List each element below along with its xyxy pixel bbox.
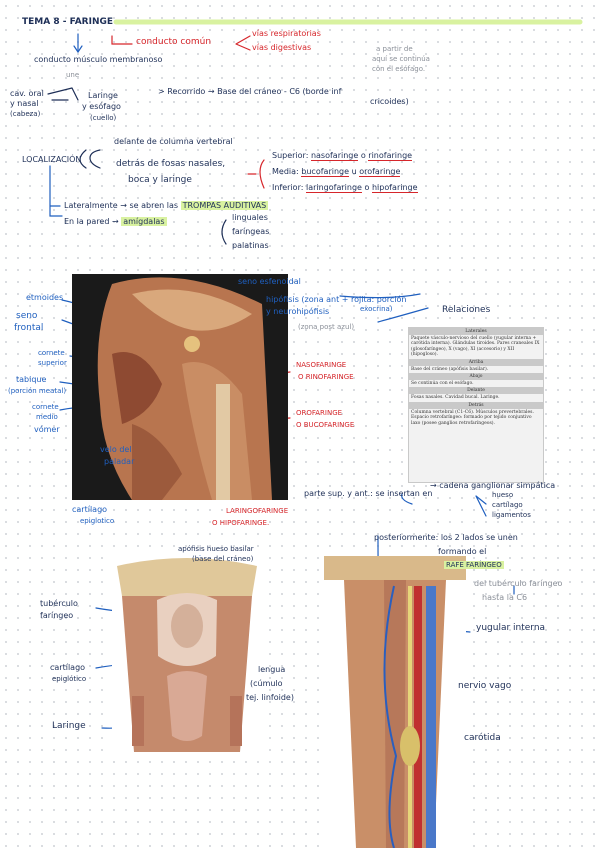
lateral-row: Lateralmente → se abren las TROMPAS AUDI… bbox=[64, 201, 269, 210]
cadena-ganglionar-text: → cadena ganglionar simpática bbox=[430, 481, 556, 490]
rafe-text: RAFE FARÍNGEO bbox=[444, 561, 504, 569]
inferior-row: Inferior: laringofaringe o hipofaringe bbox=[272, 183, 418, 193]
carotida-label: carótida bbox=[464, 733, 501, 743]
vomer-label: vómer bbox=[34, 425, 60, 434]
conducto-musculo-text: conducto músculo membranoso bbox=[34, 55, 163, 64]
superior-row: Superior: nasofaringe o rinofaringe bbox=[272, 151, 413, 161]
vias-digestivas-text: vías digestivas bbox=[252, 43, 312, 52]
faringeas-text: faríngeas bbox=[232, 227, 270, 236]
posterior-pharynx-image bbox=[112, 556, 262, 752]
delante-cell: Fosas nasales. Cavidad bucal. Laringe. bbox=[411, 395, 500, 401]
neurohipofisis-label: y neurohipófisis bbox=[266, 307, 330, 316]
detras-cell: Columna vertebral (C1-C6). Músculos prev… bbox=[411, 409, 534, 426]
orofaringe-label: OROFARINGE bbox=[296, 409, 343, 417]
cartilago-epiglotico-label-2: epiglotico bbox=[80, 517, 115, 525]
vago-label: nervio vago bbox=[458, 681, 512, 691]
localizacion-label: LOCALIZACIÓN bbox=[22, 155, 82, 164]
tabique-label: tabique bbox=[16, 375, 47, 384]
laringofaringe-label: LARINGOFARINGE bbox=[226, 507, 289, 515]
posterior-neck-image bbox=[324, 556, 466, 848]
note-line-2: aquí se continúa bbox=[372, 55, 430, 63]
pared-row: En la pared → amígdalas bbox=[64, 217, 167, 226]
hipofaringe-label: O HIPOFARINGE. bbox=[212, 519, 270, 527]
laterales-cell: Paquete vásculo-nervioso del cuello (yug… bbox=[411, 336, 540, 358]
delante-text: delante de columna vertebral bbox=[114, 137, 233, 146]
cornete-superior-label-2: superior bbox=[38, 359, 67, 367]
cuello-text: (cuello) bbox=[90, 114, 117, 122]
seno-esfenoidal-label: seno esfenoidal bbox=[238, 277, 301, 286]
hipofisis-label: hipófisis (zona ant + rojita: porción bbox=[266, 295, 407, 304]
note-line-3: con el esófago. bbox=[372, 65, 426, 73]
ligamentos-text: ligamentos bbox=[492, 511, 531, 519]
arriba-cell: Base del cráneo (apófisis basilar). bbox=[411, 366, 489, 372]
lengua-cumulo-label: (cúmulo bbox=[250, 679, 283, 688]
rinofaringe-label: O RINOFARINGE bbox=[298, 373, 354, 381]
conducto-comun-text: conducto común bbox=[136, 37, 212, 47]
une-text: une bbox=[66, 71, 80, 79]
nasofaringe-label: NASOFARINGE bbox=[296, 361, 347, 369]
linguales-text: linguales bbox=[232, 213, 268, 222]
relaciones-table: Laterales Paquete vásculo-nervioso del c… bbox=[408, 327, 544, 483]
del-tuberculo-text: del tubérculo faríngeo bbox=[474, 579, 563, 588]
recorrido-text: > Recorrido → Base del cráneo - C6 (bord… bbox=[158, 87, 342, 96]
hueso-text: hueso bbox=[492, 491, 514, 499]
lengua-tejido-label: tej. linfoide) bbox=[246, 693, 294, 702]
cartilago-epiglotico-post-2: epiglótico bbox=[52, 675, 87, 683]
delante-header: Delante bbox=[409, 387, 543, 395]
seno-label: seno bbox=[16, 311, 38, 321]
cartilago-epiglotico-post-1: cartílago bbox=[50, 663, 86, 672]
y-esofago-text: y esófago bbox=[82, 102, 121, 111]
parte-sup-text: parte sup. y ant.: se insertan en bbox=[304, 489, 433, 498]
y-nasal-text: y nasal bbox=[10, 99, 39, 108]
posteriormente-text: posteriormente: los 2 lados se unen bbox=[374, 533, 518, 542]
exocrina-label: exocrina) bbox=[360, 305, 393, 313]
velo-label-2: paladar bbox=[104, 457, 135, 466]
detras-text-1: detrás de fosas nasales, bbox=[116, 159, 226, 169]
tuberculo-label-2: faríngeo bbox=[40, 611, 74, 620]
cornete-medio-label-1: cornete bbox=[32, 403, 59, 411]
hasta-text: hasta la C6 bbox=[482, 593, 528, 602]
laterales-header: Laterales bbox=[409, 328, 543, 335]
cartilago-epiglotico-label-1: cartílago bbox=[72, 505, 108, 514]
zona-post-label: (zona post azul) bbox=[298, 323, 355, 331]
lengua-label: lengua bbox=[258, 665, 286, 674]
cricoides-text: cricoides) bbox=[370, 97, 409, 106]
media-row: Media: bucofaringe u orofaringe bbox=[272, 167, 401, 177]
arriba-header: Arriba bbox=[409, 358, 543, 366]
bucofaringe-label: O BUCOFARINGE bbox=[296, 421, 355, 429]
etmoides-label: etmoides bbox=[26, 293, 64, 302]
tuberculo-label-1: tubérculo bbox=[40, 599, 78, 608]
vias-respiratorias-text: vías respiratorias bbox=[252, 29, 321, 38]
abajo-header: Abajo bbox=[409, 372, 543, 380]
frontal-label: frontal bbox=[14, 323, 44, 333]
laringe-post-label: Laringe bbox=[52, 721, 86, 731]
formando-text: formando el bbox=[438, 547, 487, 556]
note-line-1: a partir de bbox=[376, 45, 413, 53]
yugular-label: yugular interna bbox=[476, 623, 546, 633]
detras-header: Detrás bbox=[409, 401, 543, 409]
page-title: TEMA 8 - FARINGE bbox=[22, 17, 114, 27]
cornete-superior-label-1: cornete bbox=[38, 349, 65, 357]
relaciones-title: Relaciones bbox=[442, 305, 491, 315]
cornete-medio-label-2: medio bbox=[36, 413, 58, 421]
abajo-cell: Se continúa con el esófago. bbox=[411, 380, 474, 386]
porcion-meatal-label: (porción meatal) bbox=[8, 387, 67, 395]
base-craneo-label: (base del cráneo) bbox=[192, 555, 254, 563]
sagittal-head-image bbox=[72, 274, 288, 500]
apofisis-label: apófisis hueso basilar bbox=[178, 545, 254, 553]
palatinas-text: palatinas bbox=[232, 241, 269, 250]
velo-label-1: velo del bbox=[100, 445, 132, 454]
laringe-top-text: Laringe bbox=[88, 91, 118, 100]
detras-text-2: boca y laringe bbox=[128, 175, 192, 185]
cabeza-text: (cabeza) bbox=[10, 110, 41, 118]
cartilago-text: cartílago bbox=[492, 501, 523, 509]
cav-oral-text: cav. oral bbox=[10, 89, 44, 98]
